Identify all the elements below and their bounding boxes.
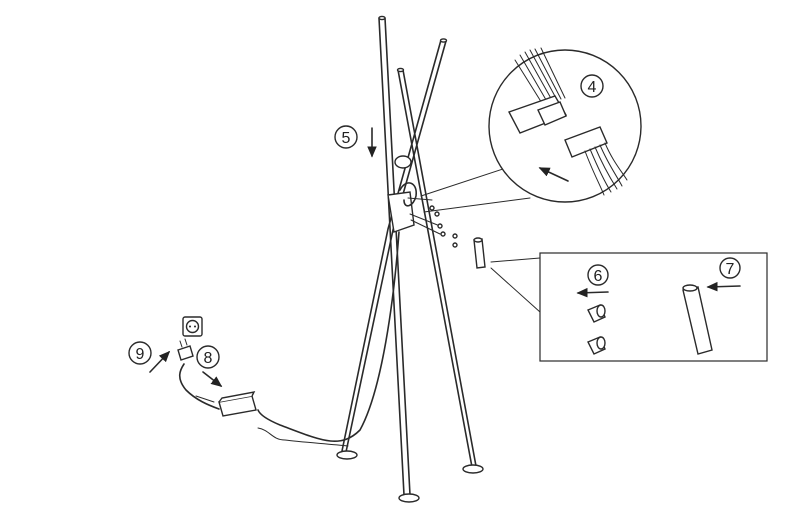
- pole-cap-left: [378, 15, 386, 21]
- cover-tube: [473, 238, 486, 269]
- pole-cap-right: [439, 38, 448, 43]
- power-adapter-icon: [218, 391, 257, 417]
- foot-right: [462, 464, 484, 474]
- connector-plug-upper: [508, 47, 568, 134]
- end-cap-2: [587, 336, 606, 355]
- joint-cap: [394, 155, 412, 169]
- connector-socket-lower: [564, 126, 628, 196]
- pole-left: [378, 17, 411, 496]
- power-socket-icon: [182, 316, 203, 337]
- pole-cap-middle: [396, 67, 405, 73]
- power-cable: [177, 231, 400, 447]
- step-7-number: 7: [726, 261, 735, 278]
- step-8: 8: [196, 345, 223, 387]
- step-6-number: 6: [594, 268, 603, 285]
- step-5: 5: [334, 125, 377, 158]
- long-tube: [682, 284, 713, 355]
- center-joint: [387, 155, 486, 269]
- callout-connector-detail: 4: [420, 47, 642, 213]
- step-9-number: 9: [136, 346, 145, 363]
- step-4-number: 4: [588, 79, 597, 96]
- step-4-circle: [580, 74, 604, 98]
- end-cap-1: [587, 304, 606, 323]
- foot-bottom: [398, 493, 420, 503]
- step-9-circle: [128, 341, 152, 365]
- step-8-circle: [196, 345, 220, 369]
- lamp-frame: [336, 15, 484, 503]
- step-6-circle: [587, 264, 609, 286]
- step-9: 9: [128, 316, 203, 373]
- foot-left: [336, 450, 358, 460]
- step-8-number: 8: [204, 350, 213, 367]
- step-5-circle: [334, 125, 358, 149]
- plug-icon: [177, 338, 194, 361]
- step-7-circle: [719, 257, 741, 279]
- step-5-number: 5: [342, 130, 351, 147]
- callout-caps-detail: 6 7: [490, 252, 768, 362]
- pole-middle: [397, 69, 477, 468]
